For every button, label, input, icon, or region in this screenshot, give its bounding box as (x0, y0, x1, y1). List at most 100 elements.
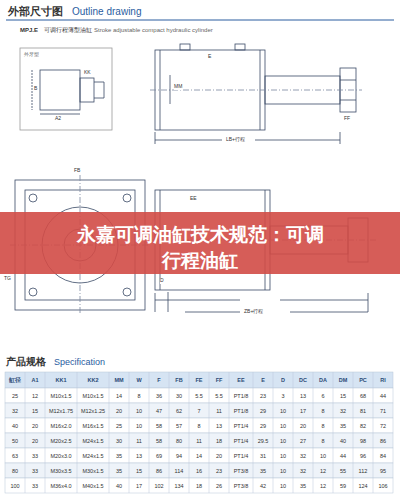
table-cell: 36 (149, 388, 169, 403)
table-cell: 8 (313, 418, 333, 433)
table-cell: 72 (373, 418, 393, 433)
table-cell: 10 (273, 448, 293, 463)
table-cell: 59 (333, 478, 353, 493)
table-cell: 5.5 (209, 388, 229, 403)
table-cell: 106 (373, 478, 393, 493)
dimension-label: EE (190, 196, 197, 202)
table-cell: 80 (169, 433, 189, 448)
table-cell: 50 (5, 433, 25, 448)
table-cell: 80 (5, 463, 25, 478)
table-cell: 15 (25, 403, 45, 418)
table-header: EE (229, 372, 253, 388)
dimension-label: D (160, 278, 164, 284)
table-cell: 114 (169, 463, 189, 478)
heading-text: 产品规格 (6, 356, 46, 368)
table-cell: 55 (333, 463, 353, 478)
table-cell: 33 (25, 463, 45, 478)
title-banner (0, 212, 400, 274)
table-cell: 23 (253, 388, 273, 403)
banner-title: 永嘉可调油缸技术规范：可调行程油缸 (70, 222, 330, 273)
dimension-label: MM (174, 84, 182, 90)
table-cell: 124 (353, 478, 373, 493)
table-cell: 20 (25, 433, 45, 448)
dimension-label: A2 (55, 116, 61, 122)
table-header: DC (293, 372, 313, 388)
table-cell: 13 (129, 448, 149, 463)
table-cell: 86 (373, 433, 393, 448)
table-cell: 10 (273, 433, 293, 448)
table-cell: 12 (313, 478, 333, 493)
table-cell: 15 (129, 463, 149, 478)
table-cell: 8 (189, 418, 209, 433)
table-cell: 30 (169, 388, 189, 403)
table-cell: 3 (273, 388, 293, 403)
table-cell: 26 (209, 478, 229, 493)
table-cell: M30x3.5 (45, 463, 77, 478)
table-cell: 8 (313, 403, 333, 418)
table-cell: 10 (273, 403, 293, 418)
table-cell: M24x1.5 (77, 448, 109, 463)
table-header: DA (313, 372, 333, 388)
table-cell: PT3/8 (229, 478, 253, 493)
heading-text: Specification (54, 357, 105, 367)
table-cell: M12x1.25 (77, 403, 109, 418)
table-header: KK2 (77, 372, 109, 388)
spec-table-grid (5, 372, 393, 493)
table-cell: 68 (353, 388, 373, 403)
table-cell: 100 (5, 478, 25, 493)
table-cell: 35 (253, 463, 273, 478)
table-cell: 82 (353, 418, 373, 433)
table-cell: M10x1.5 (45, 388, 77, 403)
table-cell: 27 (293, 433, 313, 448)
table-header: DM (333, 372, 353, 388)
dimension-label: 外牙型 (24, 52, 39, 58)
dimension-label: ZB+行程 (244, 309, 263, 315)
table-cell: 8 (313, 433, 333, 448)
table-cell: 57 (169, 418, 189, 433)
table-cell: 20 (209, 448, 229, 463)
table-cell: 32 (293, 448, 313, 463)
table-header: A1 (25, 372, 45, 388)
table-header: F (149, 372, 169, 388)
table-cell: 8 (129, 388, 149, 403)
table-cell: 63 (5, 448, 25, 463)
table-cell: 102 (149, 478, 169, 493)
table-cell: M20x3.0 (45, 448, 77, 463)
table-cell: 29 (253, 418, 273, 433)
table-cell: M16x1.5 (77, 418, 109, 433)
table-cell: 10 (273, 478, 293, 493)
table-cell: 32 (293, 463, 313, 478)
table-header: FE (189, 372, 209, 388)
heading-text: Stroke adjustable compact hydraulic cyli… (94, 27, 213, 34)
table-cell: 5.5 (189, 388, 209, 403)
table-cell: 81 (353, 403, 373, 418)
table-cell: M36x4.0 (45, 478, 77, 493)
table-cell: M30x1.5 (77, 463, 109, 478)
table-cell: 58 (149, 433, 169, 448)
table-cell: 17 (129, 478, 149, 493)
table-cell: 35 (333, 418, 353, 433)
table-cell: 7 (189, 403, 209, 418)
table-cell: 33 (25, 448, 45, 463)
table-cell: M16x2.0 (45, 418, 77, 433)
table-header: MM (109, 372, 129, 388)
table-cell: 11 (209, 403, 229, 418)
table-cell: 17 (293, 403, 313, 418)
dimension-label: FB (74, 168, 80, 174)
table-cell: 12 (25, 388, 45, 403)
table-cell: 58 (149, 418, 169, 433)
heading-text: Outline drawing (72, 6, 141, 18)
table-cell: 20 (293, 418, 313, 433)
table-cell: M10x1.5 (77, 388, 109, 403)
heading-text: MPJ.E (20, 27, 38, 34)
table-header: W (129, 372, 149, 388)
table-cell: 10 (129, 418, 149, 433)
table-cell: 11 (129, 433, 149, 448)
table-cell: 35 (109, 463, 129, 478)
table-cell: 10 (273, 463, 293, 478)
dimension-label: LB+行程 (226, 137, 245, 143)
table-cell: 29 (253, 403, 273, 418)
table-header: FF (209, 372, 229, 388)
heading-text: 外部尺寸图 (8, 5, 63, 18)
table-cell: 35 (293, 478, 313, 493)
